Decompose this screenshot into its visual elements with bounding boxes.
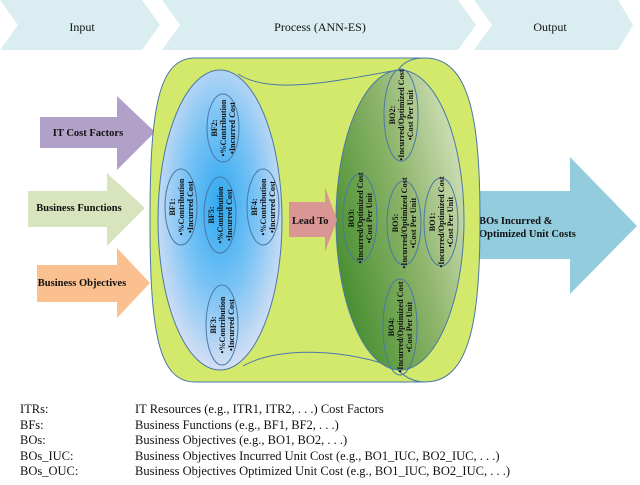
node-id: BO2: <box>388 106 397 125</box>
node-id: BO3: <box>347 209 356 228</box>
legend: ITRs: IT Resources (e.g., ITR1, ITR2, . … <box>20 402 510 480</box>
stage-output-chevron <box>474 0 633 50</box>
legend-key: BOs_IUC: <box>20 448 74 463</box>
bo-node-bo4: BO4:•Incurred/Optimized Cost•Cost Per Un… <box>382 278 418 376</box>
legend-desc: Business Objectives Incurred Unit Cost (… <box>135 448 500 463</box>
stage-output-label: Output <box>533 20 567 34</box>
bf-node-bf1: BF1:•%Contribution•Incurred Cost <box>164 168 198 246</box>
node-id: BF2: <box>210 119 219 136</box>
node-id: BO1: <box>428 213 437 232</box>
node-attribute: •Incurred Cost <box>227 299 236 351</box>
node-attribute: •%Contribution <box>219 99 228 156</box>
node-attribute: •Incurred Cost <box>268 181 277 233</box>
node-attribute: •Incurred/Optimized Cost <box>437 176 446 267</box>
legend-row: BOs_OUC: Business Objectives Optimized U… <box>20 464 510 480</box>
node-ellipse <box>205 284 239 366</box>
legend-key: BFs: <box>20 417 44 432</box>
node-id: BF5: <box>207 206 216 223</box>
node-attribute: •Incurred/Optimized Cost <box>397 69 406 160</box>
legend-row: BFs: Business Functions (e.g., BF1, BF2,… <box>20 418 510 434</box>
node-ellipse <box>342 173 378 263</box>
node-attribute: •Cost Per Unit <box>406 89 415 140</box>
node-ellipse <box>203 176 237 254</box>
node-ellipse <box>246 168 280 246</box>
node-attribute: •Incurred/Optimized Cost <box>400 177 409 268</box>
input-arrow-business-functions: Business Functions <box>28 173 145 246</box>
node-ellipse <box>164 168 198 246</box>
node-ellipse <box>382 278 418 376</box>
node-attribute: •Cost Per Unit <box>446 196 455 247</box>
node-attribute: •Cost Per Unit <box>405 301 414 352</box>
node-attribute: •%Contribution <box>218 296 227 353</box>
legend-desc: Business Functions (e.g., BF1, BF2, . . … <box>135 417 339 432</box>
node-ellipse <box>386 180 422 266</box>
node-ellipse <box>206 93 240 163</box>
bo-node-bo5: BO5:•Incurred/Optimized Cost•Cost Per Un… <box>386 177 422 269</box>
legend-row: ITRs: IT Resources (e.g., ITR1, ITR2, . … <box>20 402 510 418</box>
stage-input-chevron <box>0 0 160 50</box>
node-attribute: •Incurred Cost <box>186 181 195 233</box>
node-attribute: •Cost Per Unit <box>409 197 418 248</box>
output-label-line2: Optimized Unit Costs <box>479 229 576 240</box>
output-arrow: BOs Incurred & Optimized Unit Costs <box>470 157 637 294</box>
stage-process-label: Process (ANN-ES) <box>274 20 366 34</box>
input-arrow-it-cost-factors: IT Cost Factors <box>40 96 155 170</box>
node-id: BO4: <box>387 318 396 337</box>
node-attribute: •Incurred Cost <box>228 102 237 154</box>
legend-key: BOs_OUC: <box>20 464 79 478</box>
node-id: BO5: <box>391 214 400 233</box>
output-label-line1: BOs Incurred & <box>479 216 553 227</box>
node-attribute: •Incurred/Optimized Cost <box>356 172 365 263</box>
input-label: Business Objectives <box>38 278 126 289</box>
node-attribute: •Cost Per Unit <box>365 192 374 243</box>
node-id: BF4: <box>250 198 259 215</box>
input-arrow-business-objectives: Business Objectives <box>37 248 150 318</box>
bf-node-bf4: BF4:•%Contribution•Incurred Cost <box>246 168 280 246</box>
node-id: BF1: <box>168 198 177 215</box>
node-attribute: •%Contribution <box>259 178 268 235</box>
input-label: IT Cost Factors <box>53 128 123 139</box>
legend-desc: IT Resources (e.g., ITR1, ITR2, . . .) C… <box>135 402 384 416</box>
bo-node-bo1: BO1:•Incurred/Optimized Cost•Cost Per Un… <box>423 176 459 268</box>
legend-desc: Business Objectives (e.g., BO1, BO2, . .… <box>135 433 348 447</box>
lead-to-label: Lead To <box>292 216 328 227</box>
business-functions-group <box>157 69 283 371</box>
node-attribute: •%Contribution <box>216 186 225 243</box>
node-ellipse <box>383 68 419 162</box>
bf-node-bf5: BF5:•%Contribution•Incurred Cost <box>203 176 237 254</box>
node-attribute: •Incurred Cost <box>225 189 234 241</box>
node-attribute: •Incurred/Optimized Cost <box>396 281 405 372</box>
bf-node-bf3: BF3:•%Contribution•Incurred Cost <box>205 284 239 366</box>
legend-desc: Business Objectives Optimized Unit Cost … <box>135 464 510 478</box>
legend-key: BOs: <box>20 433 46 447</box>
bo-node-bo2: BO2:•Incurred/Optimized Cost•Cost Per Un… <box>383 68 419 162</box>
legend-row: BOs_IUC: Business Objectives Incurred Un… <box>20 449 510 465</box>
node-attribute: •%Contribution <box>177 178 186 235</box>
bf-node-bf2: BF2:•%Contribution•Incurred Cost <box>206 93 240 163</box>
node-id: BF3: <box>209 316 218 333</box>
lead-to-arrow: Lead To <box>289 187 337 252</box>
bo-node-bo3: BO3:•Incurred/Optimized Cost•Cost Per Un… <box>342 172 378 264</box>
node-ellipse <box>423 177 459 267</box>
stage-input-label: Input <box>69 20 95 34</box>
legend-key: ITRs: <box>20 402 49 416</box>
stage-process-chevron <box>162 0 476 50</box>
header-bar: Input Process (ANN-ES) Output <box>0 0 633 50</box>
legend-row: BOs: Business Objectives (e.g., BO1, BO2… <box>20 433 510 449</box>
input-label: Business Functions <box>36 203 122 214</box>
